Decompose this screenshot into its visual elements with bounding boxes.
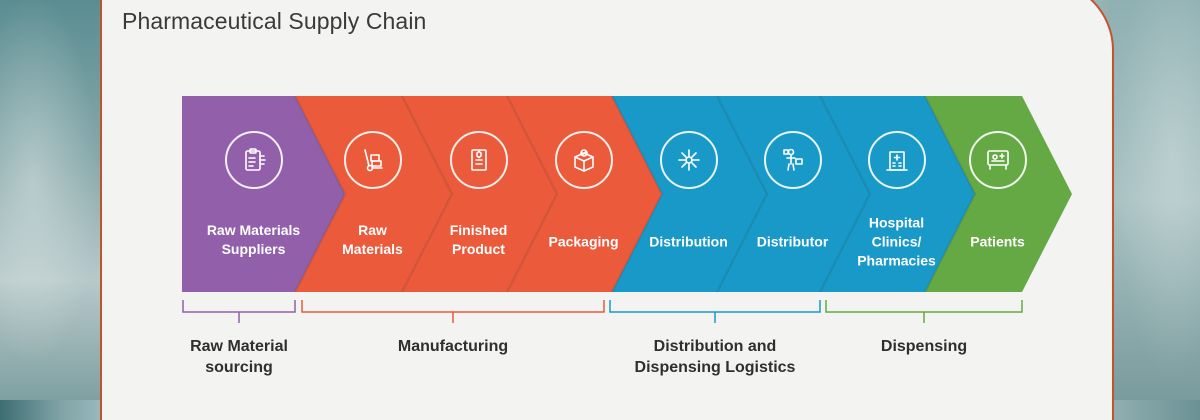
chevron-stage-6 — [717, 96, 870, 292]
delivery-person-icon — [763, 131, 822, 189]
stage-label: Finished Product — [449, 222, 508, 257]
stage-label: Distribution — [649, 233, 728, 250]
chevron-shadow-6 — [716, 95, 769, 293]
chevron-shadow-7 — [819, 95, 872, 293]
chevron-stage-1 — [182, 96, 345, 292]
stage-label: Distributor — [756, 233, 829, 250]
hospital-icon — [867, 131, 926, 189]
chevron-stage-3 — [402, 96, 557, 292]
stage-label: Raw Materials — [342, 222, 403, 257]
stage-label: Hospital Clinics/ Pharmacies — [857, 214, 936, 269]
clipboard-icon — [224, 131, 283, 189]
chevron-shadow-8 — [924, 95, 977, 293]
document-icon — [449, 131, 508, 189]
background-right-photo — [1110, 0, 1200, 400]
group-label: Distribution and Dispensing Logistics — [634, 338, 796, 376]
stage-label: Patients — [970, 233, 1025, 250]
chevron-stage-7 — [820, 96, 975, 292]
chevron-stage-2 — [295, 96, 452, 292]
patient-bed-icon — [968, 131, 1027, 189]
chevron-shadow-3 — [401, 95, 454, 293]
chevron-shadow-5 — [611, 95, 664, 293]
chevron-stage-4 — [507, 96, 662, 292]
hand-truck-icon — [343, 131, 402, 189]
group-label: Dispensing — [880, 338, 968, 355]
chevron-stage-5 — [612, 96, 767, 292]
stage-label: Raw Materials Suppliers — [206, 222, 301, 257]
chevron-shadow-4 — [506, 95, 559, 293]
page-title: Pharmaceutical Supply Chain — [122, 8, 427, 34]
network-icon — [659, 131, 718, 189]
group-bracket-4 — [825, 300, 1023, 323]
chevron-shadow-2 — [294, 95, 347, 293]
group-bracket-1 — [182, 300, 296, 323]
group-bracket-2 — [301, 300, 605, 323]
group-bracket-3 — [609, 300, 821, 323]
group-label: Raw Material sourcing — [190, 338, 288, 376]
background-left-photo — [0, 0, 110, 400]
stage-label: Packaging — [548, 233, 619, 250]
supply-chain-flow — [182, 95, 1072, 323]
box-icon — [554, 131, 613, 189]
group-label: Manufacturing — [397, 338, 509, 355]
chevron-stage-8 — [925, 96, 1072, 292]
